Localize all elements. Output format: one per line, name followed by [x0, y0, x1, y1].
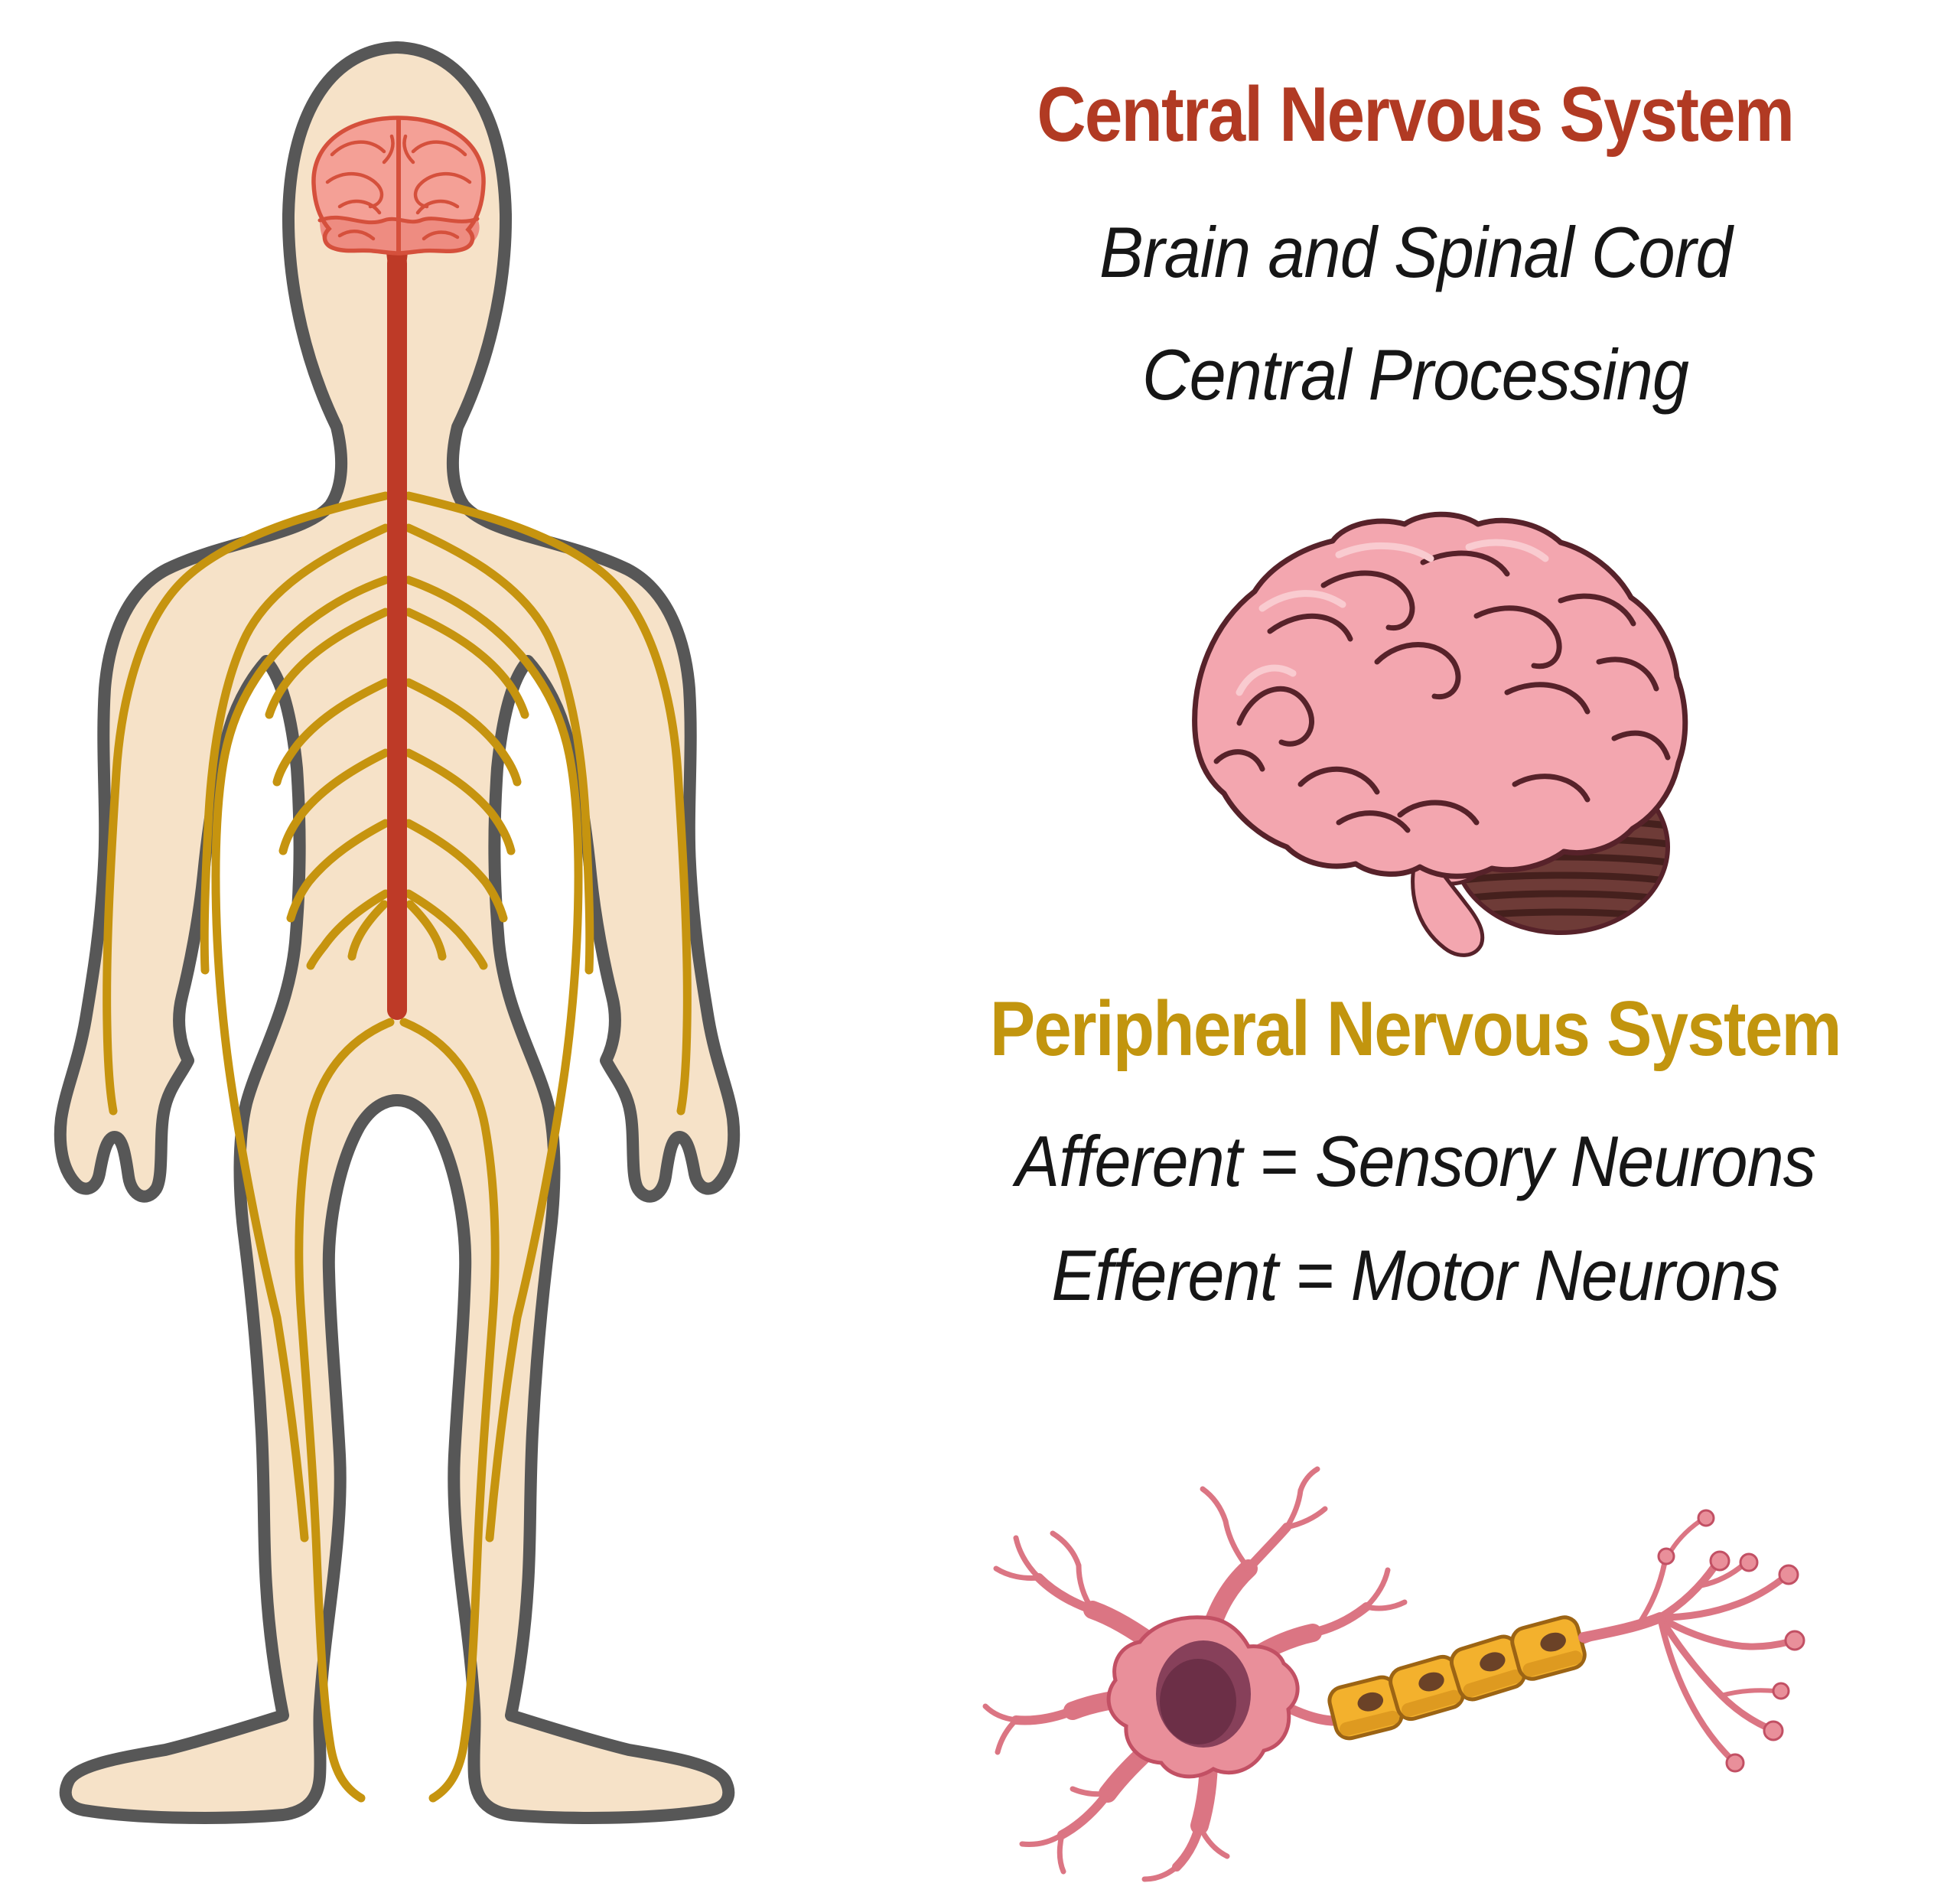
nucleus	[1156, 1640, 1251, 1748]
head-brain-icon	[311, 116, 486, 256]
pns-subtitle-1: Afferent = Sensory Neurons	[903, 1126, 1928, 1197]
cns-subtitle-1: Brain and Spinal Cord	[903, 217, 1928, 288]
cerebrum	[1192, 511, 1688, 879]
brain-gyri	[1213, 550, 1671, 833]
pns-line-afferent: Afferent = Sensory Neurons	[1015, 1121, 1816, 1201]
pns-subtitle-2: Efferent = Motor Neurons	[903, 1240, 1928, 1311]
pns-section-title: Peripheral Nervous System	[903, 991, 1928, 1068]
cns-line-brain-spinal-cord: Brain and Spinal Cord	[1099, 212, 1733, 292]
cns-line-central-processing: Central Processing	[1141, 334, 1689, 415]
myelin-sheath	[1327, 1615, 1587, 1741]
brain-icon	[1192, 511, 1688, 957]
cns-subtitle-2: Central Processing	[903, 339, 1928, 411]
brain-highlights	[1236, 539, 1549, 696]
neuron-icon	[982, 1466, 1805, 1882]
soma	[1106, 1615, 1300, 1779]
terminal-bulbs	[1657, 1509, 1805, 1773]
axon-terminals	[1578, 1509, 1805, 1773]
cns-title-text: Central Nervous System	[1037, 72, 1796, 158]
spinal-cord	[385, 239, 409, 1020]
pns-line-efferent: Efferent = Motor Neurons	[1051, 1235, 1779, 1315]
pns-title-text: Peripheral Nervous System	[990, 986, 1842, 1072]
cns-section-title: Central Nervous System	[903, 77, 1928, 154]
human-body-figure-icon	[0, 0, 903, 1883]
